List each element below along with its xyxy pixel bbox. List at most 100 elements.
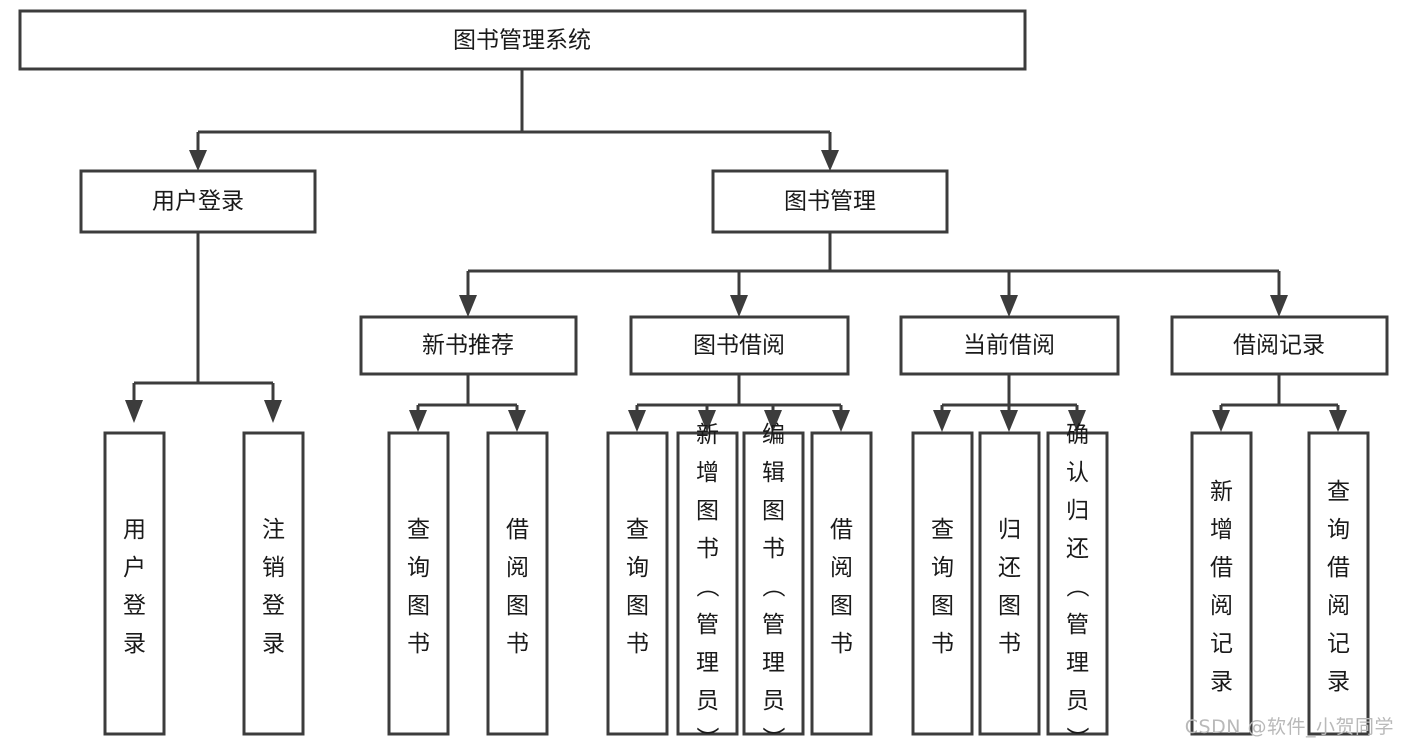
leaf-label-glyph: 图 (626, 593, 649, 619)
arrowhead-cb-leaf-1 (933, 410, 951, 432)
leaf-label-glyph: 登 (262, 593, 285, 619)
leaf-label-glyph: 归 (1066, 498, 1089, 524)
node-book-borrow[interactable]: 图书借阅 (629, 315, 850, 376)
leaf-label-glyph: 借 (506, 517, 529, 543)
leaf-node[interactable]: 用户登录 (103, 431, 166, 736)
node-current-borrow-box[interactable] (899, 315, 1120, 376)
node-user-login-box[interactable] (79, 169, 317, 234)
node-borrow-record-box[interactable] (1170, 315, 1389, 376)
arrowhead-current-borrow (1000, 295, 1018, 317)
leaf-node-box[interactable] (1190, 431, 1253, 736)
arrowhead-nb-leaf-2 (508, 410, 526, 432)
leaf-label-glyph: 阅 (506, 555, 529, 581)
arrowhead-bb-leaf-2 (698, 410, 716, 432)
leaf-node-box[interactable] (486, 431, 549, 736)
node-borrow-record[interactable]: 借阅记录 (1170, 315, 1389, 376)
leaf-node-box[interactable] (606, 431, 669, 736)
node-user-login[interactable]: 用户登录 (79, 169, 317, 234)
arrowhead-nb-leaf-1 (409, 410, 427, 432)
leaf-label-glyph: ） (694, 727, 720, 747)
leaf-node-box[interactable] (978, 431, 1041, 736)
leaf-label-glyph: 询 (407, 555, 430, 581)
leaf-label-glyph: ） (1064, 727, 1090, 747)
leaf-label-glyph: 询 (1327, 517, 1350, 543)
leaf-node-box[interactable] (810, 431, 873, 736)
leaf-node-box[interactable] (242, 431, 305, 736)
node-book-management-box[interactable] (711, 169, 949, 234)
node-current-borrow[interactable]: 当前借阅 (899, 315, 1120, 376)
arrowhead-borrow-record (1270, 295, 1288, 317)
node-new-book-recommend-box[interactable] (359, 315, 578, 376)
leaf-label-glyph: 理 (762, 650, 785, 676)
node-new-book-recommend[interactable]: 新书推荐 (359, 315, 578, 376)
leaf-label-glyph: 管 (1066, 612, 1089, 638)
leaf-node-box[interactable] (676, 431, 739, 736)
leaf-label-glyph: 理 (1066, 650, 1089, 676)
leaf-label-glyph: 查 (931, 517, 954, 543)
node-root[interactable]: 图书管理系统 (18, 9, 1027, 71)
leaf-label-glyph: 图 (998, 593, 1021, 619)
arrowhead-book-borrow (730, 295, 748, 317)
leaf-label-glyph: 还 (1066, 536, 1089, 562)
arrowhead-leaf-logout (264, 400, 282, 423)
leaf-node-box[interactable] (103, 431, 166, 736)
leaf-label-glyph: 录 (1210, 669, 1233, 695)
leaf-label-glyph: 阅 (830, 555, 853, 581)
csdn-watermark: CSDN @软件_小贺同学 (1185, 716, 1394, 738)
node-book-borrow-box[interactable] (629, 315, 850, 376)
leaf-label-glyph: 书 (626, 631, 649, 657)
node-user-login-label: 用户登录 (152, 189, 244, 215)
leaf-label-glyph: 认 (1066, 460, 1089, 486)
arrowhead-br-leaf-1 (1212, 410, 1230, 432)
node-book-management[interactable]: 图书管理 (711, 169, 949, 234)
leaf-label-glyph: 书 (407, 631, 430, 657)
leaf-label-glyph: 员 (696, 688, 719, 714)
leaf-label-glyph: 理 (696, 650, 719, 676)
leaf-label-glyph: 记 (1327, 631, 1350, 657)
leaf-label-glyph: 录 (262, 631, 285, 657)
node-borrow-record-label: 借阅记录 (1233, 333, 1325, 359)
leaf-label-glyph: 图 (696, 498, 719, 524)
node-root-box[interactable] (18, 9, 1027, 71)
node-new-book-recommend-label: 新书推荐 (422, 333, 514, 359)
leaf-node-label: 用户登录 (123, 517, 146, 657)
arrowhead-book-manage (821, 150, 839, 171)
node-book-borrow-label: 图书借阅 (693, 333, 785, 359)
leaf-node-box[interactable] (742, 431, 805, 736)
leaf-label-glyph: 阅 (1210, 593, 1233, 619)
leaf-node-box[interactable] (911, 431, 974, 736)
leaf-label-glyph: （ (1064, 575, 1090, 598)
leaf-node-box[interactable] (1046, 431, 1109, 736)
leaf-node-box[interactable] (1307, 431, 1370, 736)
arrowhead-user-login (189, 150, 207, 171)
leaf-label-glyph: 书 (931, 631, 954, 657)
leaf-label-glyph: 员 (1066, 688, 1089, 714)
leaf-label-glyph: 图 (830, 593, 853, 619)
leaf-node-box[interactable] (387, 431, 450, 736)
leaf-label-glyph: 借 (830, 517, 853, 543)
leaf-label-glyph: 户 (123, 555, 146, 581)
arrowhead-cb-leaf-3 (1068, 410, 1086, 432)
leaf-label-glyph: 图 (762, 498, 785, 524)
